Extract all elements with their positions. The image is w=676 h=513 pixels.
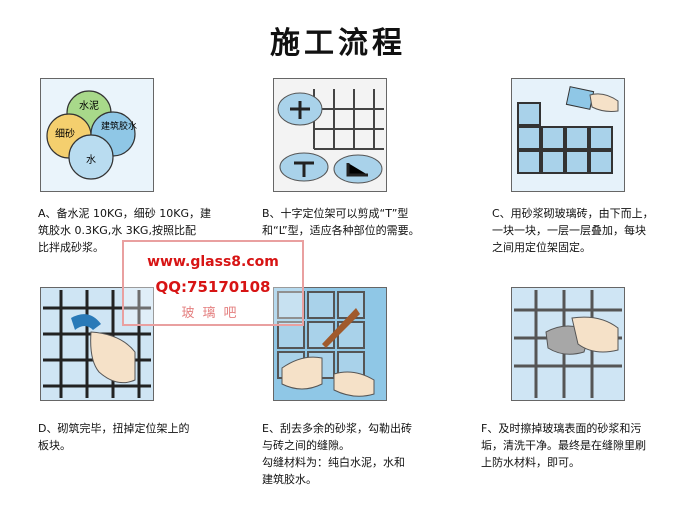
watermark-qq: QQ:75170108 (155, 278, 271, 296)
step-b-line: B、十字定位架可以剪成“T”型 (262, 207, 409, 220)
step-e-line: E、刮去多余的砂浆，勾勒出砖 (262, 422, 412, 435)
step-e-description: E、刮去多余的砂浆，勾勒出砖 与砖之间的缝隙。 勾缝材料为：纯白水泥，水和 建筑… (262, 420, 462, 488)
step-d-illustration (40, 287, 154, 401)
step-b-illustration (273, 78, 387, 192)
step-f-line: 垢，清洗干净。最终是在缝隙里刷 (481, 439, 646, 452)
step-c-line: 之间用定位架固定。 (492, 241, 591, 254)
watermark-box: www.glass8.com QQ:75170108 玻璃吧 (122, 240, 304, 326)
page-title: 施工流程 (270, 26, 406, 61)
water-circle (68, 134, 114, 180)
step-c-line: C、用砂浆砌玻璃砖，由下而上， (492, 207, 654, 220)
step-f-line: F、及时擦掉玻璃表面的砂浆和污 (481, 422, 642, 435)
step-d-line: 板块。 (38, 439, 71, 452)
step-a-line: 筑胶水 0.3KG,水 3KG,按照比配 (38, 224, 196, 237)
step-f-description: F、及时擦掉玻璃表面的砂浆和污 垢，清洗干净。最终是在缝隙里刷 上防水材料，即可… (481, 420, 673, 471)
circle-label-cement: 水泥 (79, 99, 99, 112)
step-e-line: 与砖之间的缝隙。 (262, 439, 350, 452)
step-b-description: B、十字定位架可以剪成“T”型 和“L”型，适应各种部位的需要。 (262, 205, 462, 239)
step-f-line: 上防水材料，即可。 (481, 456, 580, 469)
watermark-url: www.glass8.com (147, 254, 279, 270)
step-e-illustration (273, 287, 387, 401)
step-d-line: D、砌筑完毕，扭掉定位架上的 (38, 422, 190, 435)
step-c-description: C、用砂浆砌玻璃砖，由下而上， 一块一块，一层一层叠加，每块 之间用定位架固定。 (492, 205, 672, 256)
step-a-illustration: 水泥 细砂 建筑胶水 水 (40, 78, 154, 192)
step-d-description: D、砌筑完毕，扭掉定位架上的 板块。 (38, 420, 238, 454)
circle-label-glue: 建筑胶水 (101, 120, 137, 132)
step-c-line: 一块一块，一层一层叠加，每块 (492, 224, 646, 237)
step-b-line: 和“L”型，适应各种部位的需要。 (262, 224, 420, 237)
step-a-line: 比拌成砂浆。 (38, 241, 104, 254)
watermark-seal: 玻璃吧 (181, 306, 245, 321)
step-f-illustration (511, 287, 625, 401)
step-c-illustration (511, 78, 625, 192)
circle-label-water: 水 (86, 154, 96, 166)
step-a-line: A、备水泥 10KG，细砂 10KG，建 (38, 207, 211, 220)
step-e-line: 勾缝材料为：纯白水泥，水和 (262, 456, 405, 469)
circle-label-sand: 细砂 (55, 127, 75, 140)
step-e-line: 建筑胶水。 (262, 473, 317, 486)
step-a-description: A、备水泥 10KG，细砂 10KG，建 筑胶水 0.3KG,水 3KG,按照比… (38, 205, 238, 256)
